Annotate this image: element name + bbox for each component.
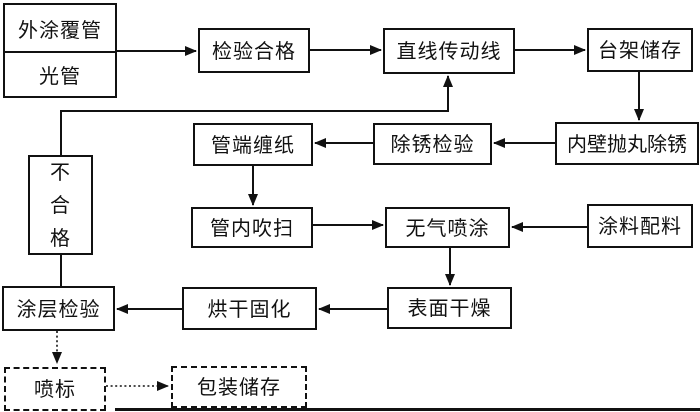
node-derust-inspection: 除锈检验	[373, 123, 492, 165]
node-derust-inspection-label: 除锈检验	[390, 132, 475, 156]
node-pipe-input: 外涂覆管 光管	[3, 3, 117, 98]
node-coated-pipe: 外涂覆管	[5, 5, 115, 53]
node-inner-wall-blast-label: 内壁抛丸除锈	[567, 131, 687, 156]
node-bare-pipe-label: 光管	[39, 64, 81, 88]
node-rack-storage-label: 台架储存	[598, 38, 682, 62]
node-pipe-end-wrap: 管端缠纸	[193, 123, 313, 166]
node-packing-storage-label: 包装储存	[197, 375, 281, 399]
node-linear-conveyor: 直线传动线	[383, 28, 515, 74]
node-pipe-purge-label: 管内吹扫	[210, 215, 294, 240]
node-airless-spray-label: 无气喷涂	[405, 215, 490, 240]
node-packing-storage: 包装储存	[171, 366, 307, 408]
node-coating-inspection: 涂层检验	[2, 286, 115, 331]
node-inner-wall-blast: 内壁抛丸除锈	[555, 122, 699, 165]
node-surface-dry: 表面干燥	[387, 287, 512, 329]
bottom-border-line	[115, 408, 700, 411]
node-unqualified: 不合格	[28, 155, 93, 255]
node-pipe-end-wrap-label: 管端缠纸	[211, 132, 295, 157]
node-paint-batching: 涂料配料	[587, 204, 693, 248]
node-coated-pipe-label: 外涂覆管	[18, 17, 102, 42]
node-marking: 喷标	[4, 367, 106, 411]
node-pipe-purge: 管内吹扫	[191, 207, 313, 248]
node-bake-cure: 烘干固化	[182, 287, 317, 330]
node-inspection-pass: 检验合格	[198, 28, 310, 73]
node-unqualified-label: 不合格	[50, 159, 71, 250]
node-surface-dry-label: 表面干燥	[407, 296, 492, 320]
node-bake-cure-label: 烘干固化	[207, 296, 292, 321]
node-paint-batching-label: 涂料配料	[598, 214, 682, 238]
node-inspection-pass-label: 检验合格	[212, 38, 296, 63]
node-rack-storage: 台架储存	[587, 28, 693, 72]
node-coating-inspection-label: 涂层检验	[16, 296, 101, 321]
edge-unqualified-rework-to-conveyor	[60, 75, 453, 155]
node-airless-spray: 无气喷涂	[385, 207, 510, 248]
node-linear-conveyor-label: 直线传动线	[396, 39, 502, 63]
node-marking-label: 喷标	[34, 377, 76, 401]
node-bare-pipe: 光管	[5, 53, 115, 96]
